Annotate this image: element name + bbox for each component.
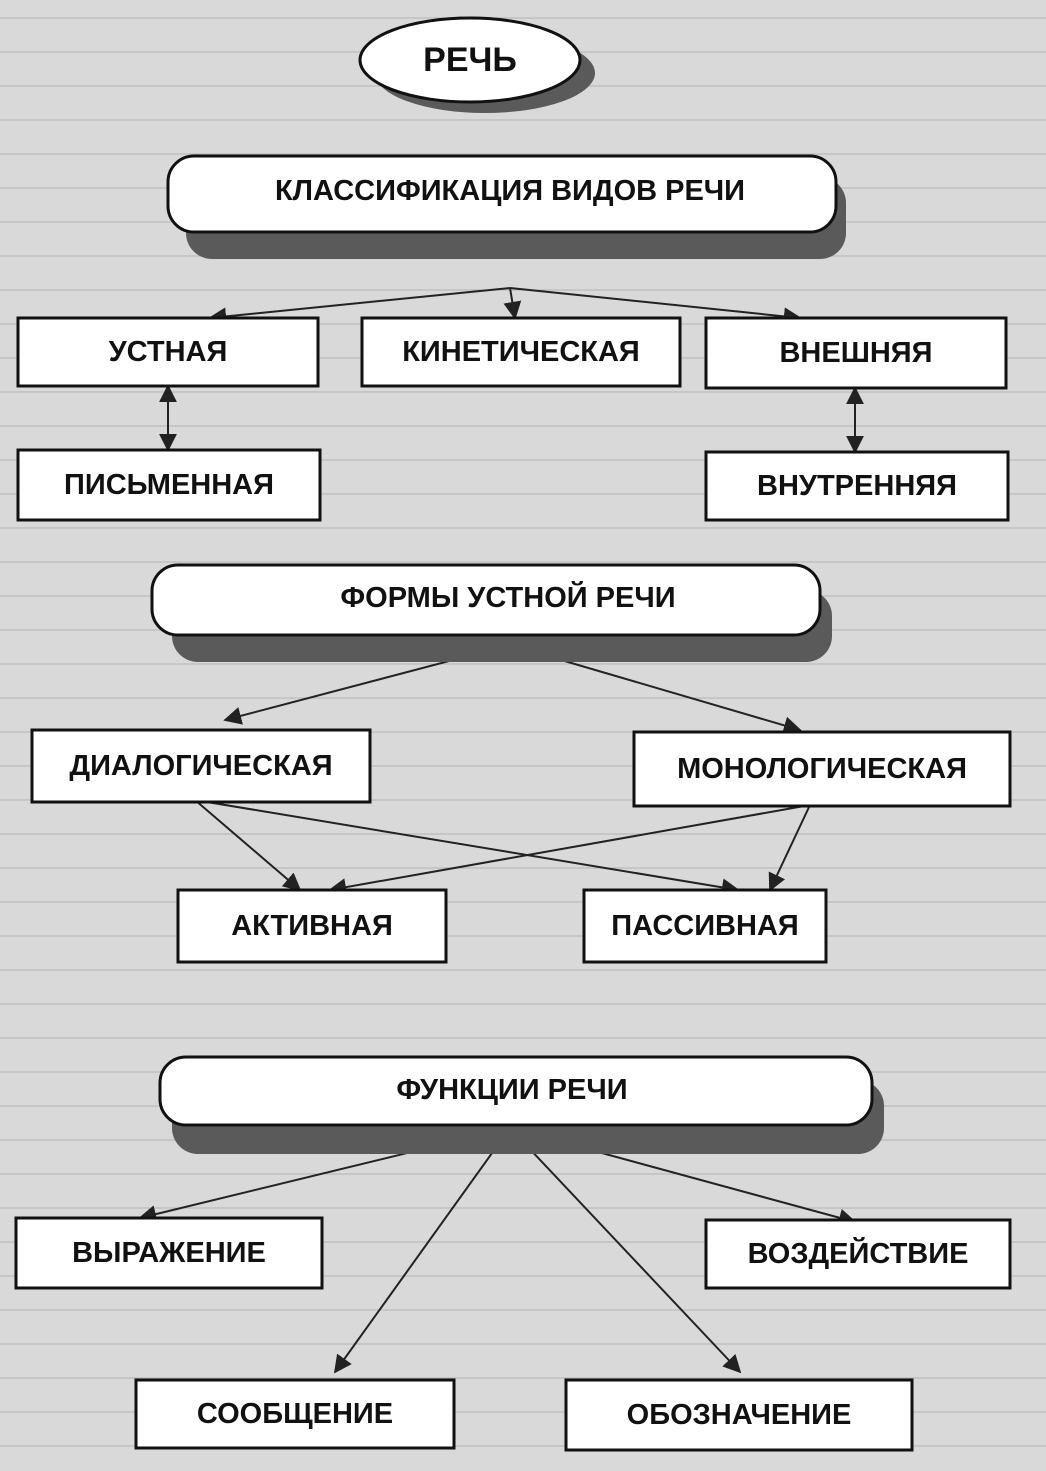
monologic-label: МОНОЛОГИЧЕСКАЯ bbox=[677, 753, 967, 785]
internal-label: ВНУТРЕННЯЯ bbox=[757, 470, 957, 502]
passive-box: ПАССИВНАЯ bbox=[582, 888, 828, 964]
written-label: ПИСЬМЕННАЯ bbox=[64, 469, 274, 501]
arrow-classification-to-external bbox=[509, 287, 802, 326]
classification-heading-text: КЛАССИФИКАЦИЯ ВИДОВ РЕЧИ bbox=[275, 175, 745, 207]
message-label: СООБЩЕНИЕ bbox=[197, 1398, 393, 1430]
passive-label: ПАССИВНАЯ bbox=[611, 910, 798, 942]
classification-heading: КЛАССИФИКАЦИЯ ВИДОВ РЕЧИ bbox=[166, 154, 846, 259]
arrow-monologic-to-active bbox=[328, 804, 811, 897]
arrow-dialogic-to-passive bbox=[194, 799, 740, 897]
dialogic-box: ДИАЛОГИЧЕСКАЯ bbox=[30, 728, 372, 804]
designation-box: ОБОЗНАЧЕНИЕ bbox=[564, 1378, 914, 1452]
connectors bbox=[138, 287, 864, 1374]
oral-forms-heading-text: ФОРМЫ УСТНОЙ РЕЧИ bbox=[340, 580, 675, 614]
designation-label: ОБОЗНАЧЕНИЕ bbox=[627, 1399, 852, 1431]
kinetic-label: КИНЕТИЧЕСКАЯ bbox=[402, 336, 640, 368]
active-label: АКТИВНАЯ bbox=[231, 910, 393, 942]
arrow-monologic-to-passive bbox=[768, 804, 811, 892]
oral-box: УСТНАЯ bbox=[16, 316, 320, 388]
message-box: СООБЩЕНИЕ bbox=[134, 1378, 456, 1450]
active-box: АКТИВНАЯ bbox=[176, 888, 448, 964]
oral-forms-heading: ФОРМЫ УСТНОЙ РЕЧИ bbox=[150, 563, 832, 662]
arrow-functions-to-message bbox=[333, 1127, 511, 1374]
external-box: ВНЕШНЯЯ bbox=[704, 316, 1008, 390]
internal-box: ВНУТРЕННЯЯ bbox=[704, 450, 1010, 522]
oral-label: УСТНАЯ bbox=[109, 336, 228, 368]
expression-box: ВЫРАЖЕНИЕ bbox=[14, 1216, 324, 1290]
monologic-box: МОНОЛОГИЧЕСКАЯ bbox=[632, 730, 1012, 808]
title-text: РЕЧЬ bbox=[423, 41, 517, 79]
title-node: РЕЧЬ bbox=[358, 16, 595, 113]
arrow-functions-to-designation bbox=[509, 1127, 742, 1374]
arrow-classification-to-kinetic bbox=[503, 287, 522, 320]
written-box: ПИСЬМЕННАЯ bbox=[16, 448, 322, 522]
arrow-dialogic-to-active bbox=[194, 799, 302, 892]
dialogic-label: ДИАЛОГИЧЕСКАЯ bbox=[69, 750, 332, 782]
functions-heading: ФУНКЦИИ РЕЧИ bbox=[158, 1055, 884, 1154]
influence-label: ВОЗДЕЙСТВИЕ bbox=[748, 1236, 969, 1270]
functions-heading-text: ФУНКЦИИ РЕЧИ bbox=[396, 1074, 627, 1106]
arrow-classification-to-oral bbox=[208, 287, 511, 326]
kinetic-box: КИНЕТИЧЕСКАЯ bbox=[360, 316, 682, 388]
expression-label: ВЫРАЖЕНИЕ bbox=[72, 1237, 266, 1269]
influence-box: ВОЗДЕЙСТВИЕ bbox=[704, 1218, 1012, 1290]
external-label: ВНЕШНЯЯ bbox=[779, 337, 932, 369]
